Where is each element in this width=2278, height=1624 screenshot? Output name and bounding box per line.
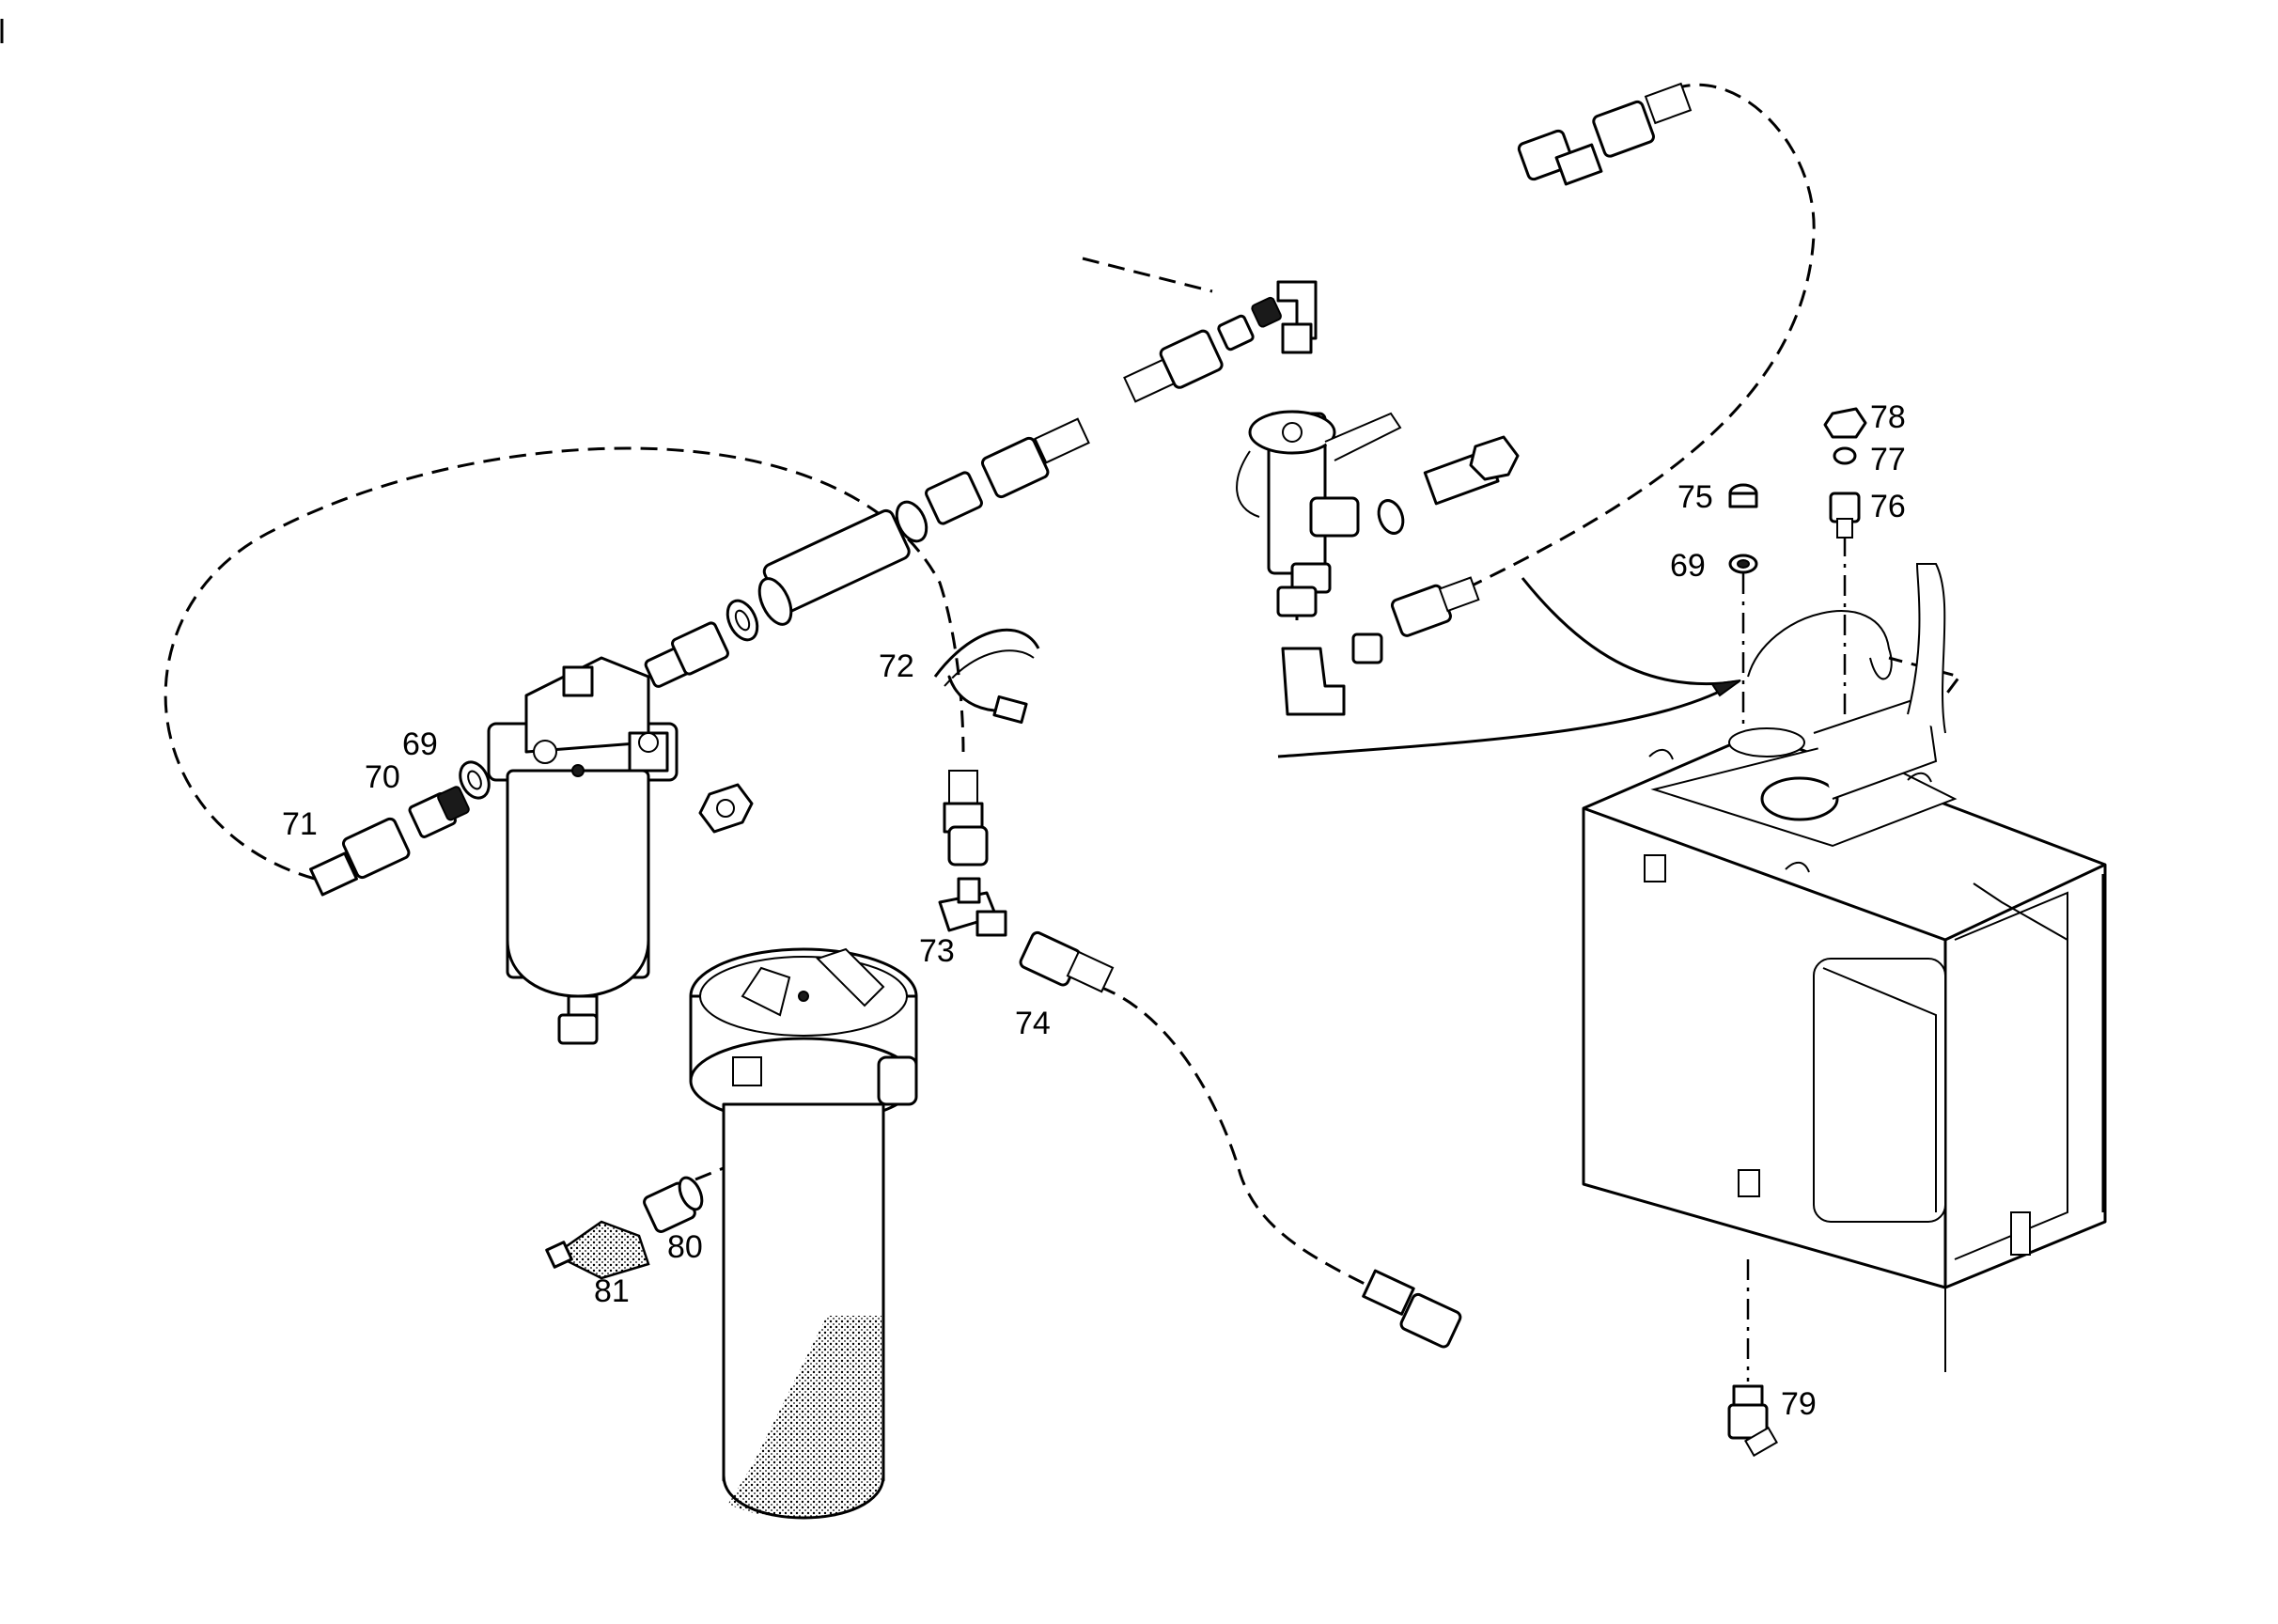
pipe-sleeve <box>757 508 911 626</box>
fitting-cluster-mid <box>895 417 1090 543</box>
hose-clamp-72 <box>933 628 1040 725</box>
strainer-81 <box>545 1220 650 1280</box>
large-filter-housing <box>689 947 918 1520</box>
hose-route-lower-segment <box>1099 985 1373 1289</box>
callout-72: 72 <box>879 648 914 684</box>
hose-route-left-loop <box>164 446 965 881</box>
callout-74: 74 <box>1015 1006 1051 1041</box>
callout-69-left: 69 <box>402 726 438 762</box>
hose-end-lower <box>1362 1269 1462 1349</box>
tank-assembly <box>1582 563 2107 1372</box>
sensor-plug-80 <box>643 1176 704 1233</box>
fitting-cluster-filter-outlet <box>644 599 759 688</box>
washer-69-left <box>459 760 491 800</box>
nut-78 <box>1823 407 1867 439</box>
union-fitting-70 <box>408 786 470 838</box>
hose-end-74 <box>1019 930 1115 993</box>
callout-69-right: 69 <box>1670 548 1706 584</box>
washer-69-right <box>1728 554 1758 574</box>
washer-77 <box>1833 446 1857 465</box>
callout-70: 70 <box>365 759 400 795</box>
callout-79: 79 <box>1781 1386 1817 1422</box>
callout-78: 78 <box>1870 399 1906 435</box>
hose-fitting-71 <box>309 817 411 897</box>
valve-block <box>1236 410 1402 594</box>
callout-75: 75 <box>1677 479 1713 515</box>
fitting-stack-73 <box>938 770 1007 937</box>
callout-73: 73 <box>919 933 955 969</box>
callout-76: 76 <box>1870 489 1906 524</box>
callout-77: 77 <box>1870 442 1906 477</box>
arrow-head-icon <box>1710 679 1741 697</box>
hex-nut <box>698 783 754 834</box>
callout-80: 80 <box>667 1229 703 1265</box>
callout-71: 71 <box>282 806 318 842</box>
filter-bowl-assembly <box>487 656 679 1045</box>
fitting-cluster-upper <box>1123 280 1318 403</box>
hose-route-upper-segment <box>1082 257 1213 293</box>
valve-bolt <box>1377 435 1520 535</box>
hose-route-upper-right-loop <box>1418 83 1816 613</box>
tee-fitting-upper-right <box>1517 82 1693 186</box>
callout-81: 81 <box>594 1273 630 1309</box>
flow-arrow-curve-upper <box>1521 577 1740 686</box>
flow-arrow-curve-lower <box>1277 679 1740 758</box>
valve-lower-fittings <box>1276 576 1480 716</box>
drain-valve-79 <box>1727 1384 1778 1458</box>
fitting-76 <box>1829 492 1861 539</box>
plug-75 <box>1728 483 1758 508</box>
